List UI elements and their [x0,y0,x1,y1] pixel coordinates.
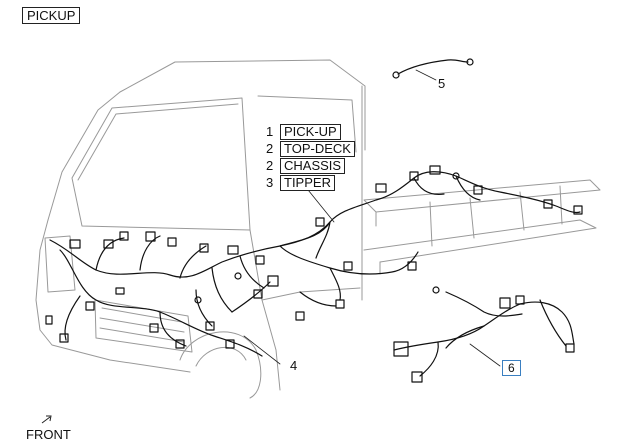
battery-cable [392,58,474,79]
legend-label: TOP-DECK [280,140,355,157]
variant-legend: 1 PICK-UP 2 TOP-DECK 2 CHASSIS 3 TIPPER [266,123,355,191]
legend-qty: 1 [266,124,274,139]
chassis-frame [363,179,601,275]
truck-cab-outline [35,59,366,399]
legend-qty: 2 [266,141,274,156]
callout-6[interactable]: 6 [502,360,521,376]
front-harness [45,221,331,357]
front-orientation-label: FRONT [26,427,71,442]
legend-row: 2 TOP-DECK [266,140,355,157]
tipper-harness [393,286,575,383]
legend-row: 3 TIPPER [266,174,355,191]
legend-qty: 2 [266,158,274,173]
front-arrow-icon [41,415,52,424]
chassis-harness [279,165,583,321]
callout-5: 5 [438,76,446,91]
leader-lines [243,69,501,367]
legend-label: TIPPER [280,174,335,191]
legend-qty: 3 [266,175,274,190]
legend-label: CHASSIS [280,157,346,174]
legend-row: 1 PICK-UP [266,123,355,140]
legend-label: PICK-UP [280,123,341,140]
variant-title: PICKUP [22,7,81,24]
callout-4: 4 [290,358,298,373]
legend-row: 2 CHASSIS [266,157,355,174]
